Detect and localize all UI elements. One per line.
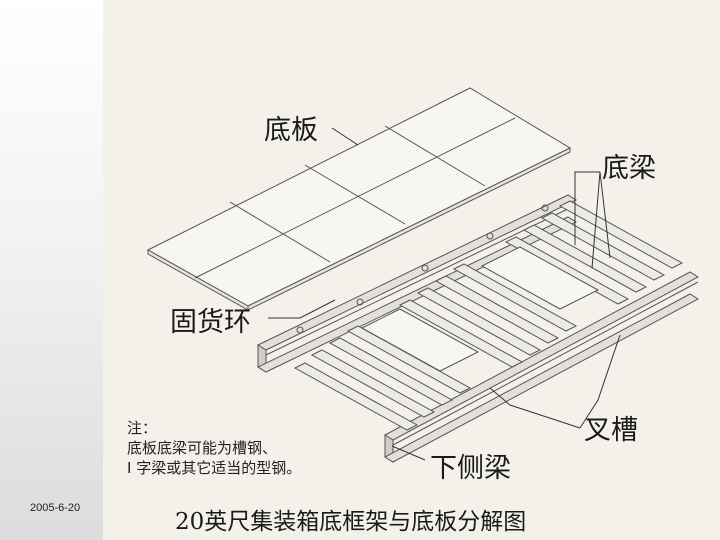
leader-lines — [268, 127, 621, 461]
note-line: 底板底梁可能为槽钢、 — [127, 439, 278, 457]
label-fork-pocket: 叉槽 — [584, 415, 638, 446]
label-cargo-ring: 固货环 — [170, 307, 251, 338]
side-panel — [0, 0, 103, 540]
cross-beams — [293, 200, 684, 431]
label-bottom-beam: 底梁 — [602, 153, 656, 184]
note-block: 注： 底板底梁可能为槽钢、 I 字梁或其它适当的型钢。 — [127, 418, 301, 478]
label-lower-side-beam: 下侧梁 — [430, 453, 511, 484]
floor-seam — [194, 117, 516, 279]
cargo-rings — [296, 204, 549, 334]
slide-date: 2005-6-20 — [30, 502, 81, 514]
floor-seam — [304, 164, 406, 225]
note-line: I 字梁或其它适当的型钢。 — [127, 459, 302, 477]
floor-seam — [229, 201, 331, 263]
fork-pocket-plates — [360, 246, 600, 372]
label-floor: 底板 — [264, 115, 318, 146]
floor-seam — [384, 125, 486, 187]
note-heading: 注： — [127, 419, 158, 437]
diagram-title: 20英尺集装箱底框架与底板分解图 — [175, 509, 527, 535]
